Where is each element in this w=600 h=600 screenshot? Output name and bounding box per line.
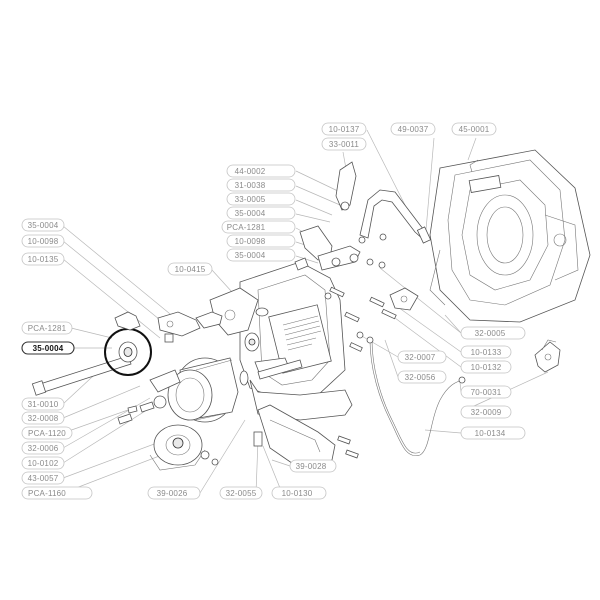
svg-text:32-0009: 32-0009 [471, 408, 502, 417]
callout-pca-1120[interactable]: PCA-1120 [21, 426, 73, 440]
link-pca-1281 [114, 311, 223, 343]
cable-10-0134 [366, 336, 466, 457]
callout-32-0055[interactable]: 32-0055 [219, 486, 263, 500]
callout-31-0010[interactable]: 31-0010 [21, 397, 65, 411]
callout-44-0002[interactable]: 44-0002 [226, 164, 296, 178]
svg-text:10-0098: 10-0098 [235, 237, 266, 246]
callout-pca-1160[interactable]: PCA-1160 [21, 486, 93, 500]
svg-text:PCA-1160: PCA-1160 [28, 489, 66, 498]
washer-35-0004 [118, 341, 138, 363]
svg-text:10-0132: 10-0132 [471, 363, 502, 372]
svg-text:10-0134: 10-0134 [475, 429, 506, 438]
svg-text:32-0055: 32-0055 [226, 489, 257, 498]
pulley-drum [167, 357, 249, 423]
callout-35-0004-b[interactable]: 35-0004 [226, 248, 296, 262]
svg-text:32-0008: 32-0008 [28, 414, 59, 423]
svg-text:35-0004: 35-0004 [235, 251, 266, 260]
svg-text:45-0001: 45-0001 [459, 125, 490, 134]
callout-32-0009[interactable]: 32-0009 [460, 405, 512, 419]
callout-10-0135[interactable]: 10-0135 [21, 252, 65, 266]
svg-text:10-0133: 10-0133 [471, 348, 502, 357]
callout-32-0005[interactable]: 32-0005 [460, 326, 526, 340]
svg-text:33-0005: 33-0005 [235, 195, 266, 204]
callout-35-0004-a[interactable]: 35-0004 [226, 206, 296, 220]
svg-text:PCA-1281: PCA-1281 [28, 324, 67, 333]
callout-10-0098-b[interactable]: 10-0098 [21, 234, 65, 248]
svg-text:35-0004: 35-0004 [33, 344, 64, 353]
shield-39-0028 [257, 404, 359, 471]
svg-text:10-0098: 10-0098 [28, 237, 59, 246]
svg-text:32-0007: 32-0007 [405, 353, 436, 362]
callout-70-0031[interactable]: 70-0031 [460, 385, 512, 399]
svg-text:35-0004: 35-0004 [235, 209, 266, 218]
callout-pca-1281-b[interactable]: PCA-1281 [21, 321, 73, 335]
callout-32-0008[interactable]: 32-0008 [21, 411, 65, 425]
svg-text:43-0057: 43-0057 [28, 474, 59, 483]
svg-text:10-0415: 10-0415 [175, 265, 206, 274]
svg-text:10-0135: 10-0135 [28, 255, 59, 264]
callout-10-0133[interactable]: 10-0133 [460, 345, 512, 359]
svg-text:31-0038: 31-0038 [235, 181, 266, 190]
callout-10-0132[interactable]: 10-0132 [460, 360, 512, 374]
callout-33-0005[interactable]: 33-0005 [226, 192, 296, 206]
svg-text:PCA-1281: PCA-1281 [227, 223, 266, 232]
throttle-linkage [294, 161, 361, 271]
svg-text:33-0011: 33-0011 [329, 140, 360, 149]
gear-case-10-0415 [239, 261, 346, 401]
svg-text:32-0005: 32-0005 [475, 329, 506, 338]
callout-33-0011[interactable]: 33-0011 [321, 137, 367, 151]
svg-text:32-0006: 32-0006 [28, 444, 59, 453]
svg-text:39-0026: 39-0026 [157, 489, 188, 498]
callout-43-0057[interactable]: 43-0057 [21, 471, 65, 485]
callout-10-0415[interactable]: 10-0415 [167, 262, 213, 276]
callout-10-0102[interactable]: 10-0102 [21, 456, 65, 470]
callout-32-0006[interactable]: 32-0006 [21, 441, 65, 455]
svg-text:31-0010: 31-0010 [28, 400, 59, 409]
svg-text:10-0102: 10-0102 [28, 459, 59, 468]
svg-text:35-0004: 35-0004 [28, 221, 59, 230]
callout-10-0134[interactable]: 10-0134 [460, 426, 526, 440]
lever-70-0031 [534, 339, 561, 373]
clutch-assembly [117, 369, 219, 471]
callout-32-0007[interactable]: 32-0007 [397, 350, 447, 364]
callout-31-0038[interactable]: 31-0038 [226, 178, 296, 192]
svg-text:10-0130: 10-0130 [282, 489, 313, 498]
svg-text:44-0002: 44-0002 [235, 167, 266, 176]
callout-35-0004-highlighted[interactable]: 35-0004 [21, 341, 75, 355]
callout-39-0028[interactable]: 39-0028 [289, 459, 337, 473]
svg-text:PCA-1120: PCA-1120 [28, 429, 66, 438]
callout-49-0037[interactable]: 49-0037 [390, 122, 436, 136]
callout-pca-1281-a[interactable]: PCA-1281 [221, 220, 296, 234]
bolt-31-0010 [31, 355, 132, 396]
callout-45-0001[interactable]: 45-0001 [451, 122, 497, 136]
callout-39-0026[interactable]: 39-0026 [147, 486, 201, 500]
callout-10-0130[interactable]: 10-0130 [271, 486, 327, 500]
fasteners-right [324, 286, 419, 352]
engine-45-0001 [429, 149, 591, 323]
callout-32-0056[interactable]: 32-0056 [397, 370, 447, 384]
svg-text:70-0031: 70-0031 [471, 388, 502, 397]
callout-10-0137[interactable]: 10-0137 [321, 122, 367, 136]
fuel-line-49-0037 [358, 189, 432, 269]
svg-text:10-0137: 10-0137 [329, 125, 360, 134]
leader-lines [62, 129, 549, 494]
shaft-32-0055 [253, 359, 303, 447]
svg-text:32-0056: 32-0056 [405, 373, 436, 382]
callout-10-0098-a[interactable]: 10-0098 [226, 234, 296, 248]
svg-text:49-0037: 49-0037 [398, 125, 429, 134]
callout-35-0004-c[interactable]: 35-0004 [21, 218, 65, 232]
svg-text:39-0028: 39-0028 [296, 462, 327, 471]
